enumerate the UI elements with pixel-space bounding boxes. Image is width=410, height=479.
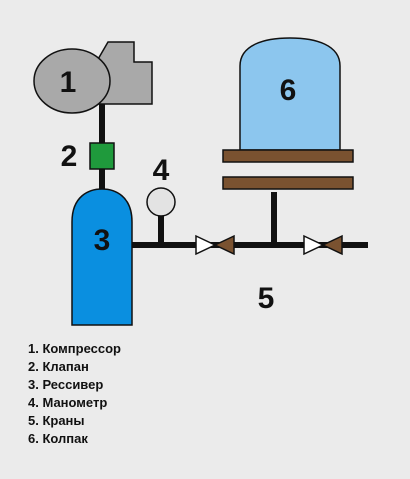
legend-item-taps: 5. Краны (28, 413, 85, 428)
valve-body (89, 142, 115, 170)
receiver-number: 3 (94, 224, 111, 257)
cap-plate-bottom (222, 176, 354, 190)
gauge-dial (146, 187, 176, 217)
valve: 2 (61, 140, 115, 173)
taps-number: 5 (258, 282, 275, 315)
legend-item-gauge: 4. Манометр (28, 395, 108, 410)
legend-item-cap: 6. Колпак (28, 431, 88, 446)
tap-left (195, 234, 235, 256)
cap-number: 6 (280, 74, 297, 107)
legend-item-valve: 2. Клапан (28, 359, 89, 374)
pressure-gauge: 4 (146, 154, 176, 217)
compressor: 1 (33, 41, 153, 114)
tap-right-white-half (303, 234, 325, 256)
cap-plate-top (222, 149, 354, 163)
compressor-number: 1 (60, 66, 77, 99)
tap-right (303, 234, 343, 256)
legend-item-receiver: 3. Рессивер (28, 377, 104, 392)
tap-left-brown-half (213, 234, 235, 256)
receiver: 3 (71, 188, 133, 326)
valve-number: 2 (61, 140, 78, 173)
tap-left-white-half (195, 234, 217, 256)
cap: 6 (222, 37, 354, 190)
legend-item-compressor: 1. Компрессор (28, 341, 121, 356)
receiver-tank (71, 188, 133, 326)
cap-dome (239, 37, 341, 151)
compressor-body (33, 48, 111, 114)
tap-right-brown-half (321, 234, 343, 256)
legend: 1. Компрессор 2. Клапан 3. Рессивер 4. М… (28, 340, 121, 448)
gauge-number: 4 (153, 154, 170, 187)
